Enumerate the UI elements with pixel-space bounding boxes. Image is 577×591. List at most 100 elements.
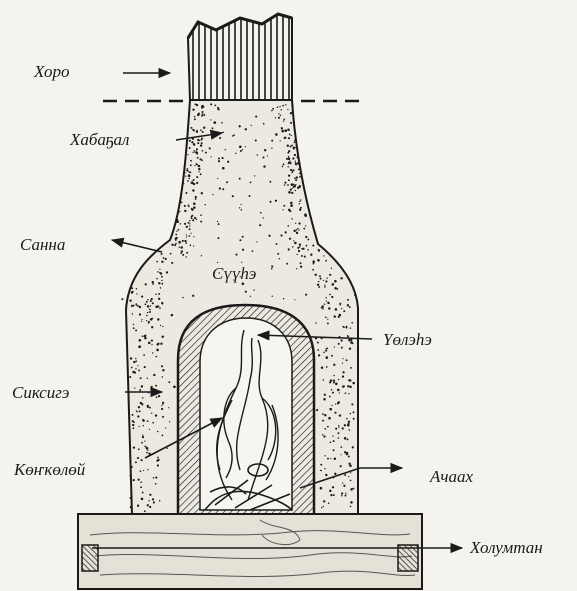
clay-dot <box>147 469 148 470</box>
clay-dot <box>330 442 332 444</box>
clay-dot <box>255 139 257 141</box>
clay-dot <box>186 256 187 257</box>
clay-dot <box>271 110 273 112</box>
clay-dot <box>323 351 325 353</box>
clay-dot <box>293 240 294 241</box>
clay-dot <box>136 293 137 294</box>
clay-dot <box>147 420 149 422</box>
clay-dot <box>290 122 292 124</box>
clay-dot <box>137 415 139 417</box>
clay-dot <box>155 477 157 479</box>
clay-dot <box>271 268 273 270</box>
clay-dot <box>149 494 151 496</box>
clay-dot <box>153 374 155 376</box>
clay-dot <box>158 395 160 397</box>
clay-dot <box>151 413 152 414</box>
clay-dot <box>131 305 133 307</box>
clay-dot <box>199 140 200 141</box>
clay-dot <box>240 204 241 205</box>
clay-dot <box>170 253 172 255</box>
clay-dot <box>290 162 292 164</box>
clay-dot <box>155 414 157 416</box>
clay-dot <box>289 238 291 240</box>
clay-dot <box>137 457 139 459</box>
clay-dot <box>307 249 309 251</box>
clay-dot <box>187 180 189 182</box>
clay-dot <box>255 116 257 118</box>
clay-dot <box>300 199 302 201</box>
clay-dot <box>129 376 131 378</box>
clay-dot <box>329 274 331 276</box>
clay-dot <box>239 146 242 149</box>
clay-dot <box>142 435 143 436</box>
clay-dot <box>131 287 133 289</box>
clay-dot <box>339 392 340 393</box>
clay-dot <box>211 156 212 157</box>
clay-dot <box>138 406 140 408</box>
clay-dot <box>189 220 191 222</box>
clay-dot <box>147 405 149 407</box>
clay-dot <box>159 272 161 274</box>
clay-dot <box>193 207 195 209</box>
clay-dot <box>210 103 212 105</box>
clay-dot <box>185 176 186 177</box>
clay-dot <box>341 492 343 494</box>
clay-dot <box>337 288 339 290</box>
label-sanna: Санна <box>20 235 65 255</box>
clay-dot <box>335 403 336 404</box>
clay-dot <box>341 347 343 349</box>
clay-dot <box>212 194 213 195</box>
clay-dot <box>319 275 321 277</box>
clay-dot <box>142 492 144 494</box>
clay-dot <box>334 412 336 414</box>
clay-dot <box>341 495 342 496</box>
clay-dot <box>330 379 332 381</box>
clay-dot <box>156 396 158 398</box>
clay-dot <box>289 134 291 136</box>
clay-dot <box>304 256 306 258</box>
clay-dot <box>342 326 344 328</box>
clay-dot <box>194 118 196 120</box>
clay-dot <box>334 315 336 317</box>
clay-dot <box>191 217 193 219</box>
clay-dot <box>284 182 286 184</box>
clay-dot <box>240 150 242 152</box>
clay-dot <box>287 225 289 227</box>
clay-dot <box>250 182 252 184</box>
clay-dot <box>292 246 294 248</box>
clay-dot <box>132 313 133 314</box>
clay-dot <box>298 169 300 171</box>
clay-dot <box>133 324 134 325</box>
clay-dot <box>186 226 188 228</box>
clay-dot <box>201 192 203 194</box>
clay-dot <box>339 304 341 306</box>
clay-dot <box>157 431 159 433</box>
clay-dot <box>155 293 157 295</box>
clay-dot <box>279 106 280 107</box>
clay-dot <box>137 365 138 366</box>
clay-dot <box>296 254 297 255</box>
clay-dot <box>339 414 341 416</box>
clay-dot <box>194 217 196 219</box>
clay-dot <box>143 470 144 471</box>
clay-dot <box>196 152 197 153</box>
clay-dot <box>138 479 140 481</box>
clay-dot <box>142 335 143 336</box>
clay-dot <box>129 290 130 291</box>
clay-dot <box>139 389 141 391</box>
clay-dot <box>353 411 355 413</box>
clay-dot <box>320 470 321 471</box>
clay-dot <box>150 387 152 389</box>
label-horo: Хоро <box>34 62 70 82</box>
clay-dot <box>290 189 292 191</box>
clay-dot <box>272 296 273 297</box>
clay-dot <box>335 428 337 430</box>
clay-dot <box>340 465 342 467</box>
clay-dot <box>298 222 300 224</box>
clay-dot <box>320 278 322 280</box>
clay-dot <box>141 498 144 501</box>
clay-dot <box>254 175 255 176</box>
clay-dot <box>137 505 139 507</box>
